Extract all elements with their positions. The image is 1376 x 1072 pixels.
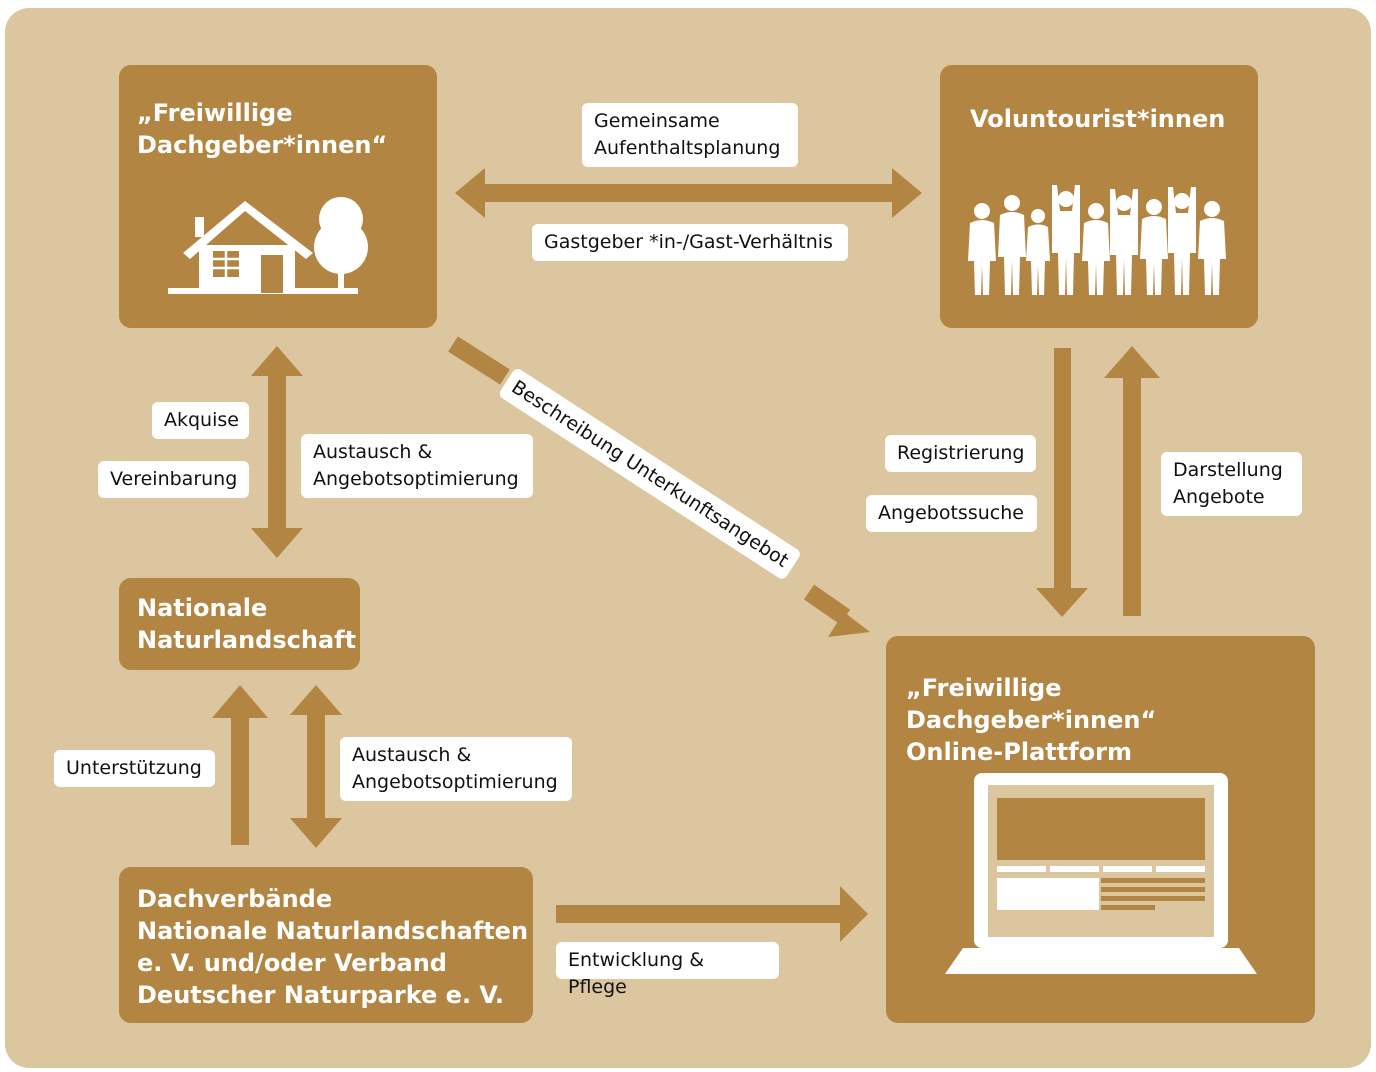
person-silhouette — [1110, 189, 1138, 295]
person-silhouette — [1026, 209, 1050, 295]
person-silhouette — [1082, 203, 1110, 295]
label-support: Unterstützung — [54, 750, 215, 787]
person-silhouette — [998, 195, 1026, 295]
person-silhouette — [1140, 199, 1168, 295]
label-host-guest: Gastgeber *in-/Gast-Verhältnis — [532, 224, 848, 261]
label-search: Angebotssuche — [866, 495, 1037, 532]
label-development: Entwicklung & Pflege — [556, 942, 779, 998]
label-acquisition: Akquise — [152, 402, 249, 439]
arrow-associations-platform — [556, 886, 868, 942]
node-nature: Nationale Naturlandschaft — [119, 578, 360, 670]
label-registration: Registrierung — [885, 435, 1036, 472]
group-of-people-icon — [968, 185, 1226, 295]
node-platform: „Freiwillige Dachgeber*innen“ Online-Pla… — [886, 636, 1315, 1023]
house-tree-icon — [168, 197, 368, 294]
label-display-offers: Darstellung Angebote — [1161, 452, 1302, 516]
arrow-support-up — [212, 685, 268, 845]
person-silhouette — [968, 203, 996, 295]
arrow-hosts-nature — [251, 346, 303, 558]
arrow-diagonal-head — [828, 612, 870, 637]
label-agreement: Vereinbarung — [98, 461, 249, 498]
arrow-diagonal-segment-1 — [448, 336, 510, 385]
arrow-voluntourists-platform-down — [1036, 348, 1088, 617]
node-hosts: „Freiwillige Dachgeber*innen“ — [119, 65, 437, 328]
person-silhouette — [1168, 187, 1196, 295]
person-silhouette — [1198, 201, 1226, 295]
associations-title: Dachverbände Nationale Naturlandschaften… — [137, 885, 529, 1009]
platform-title: „Freiwillige Dachgeber*innen“ Online-Pla… — [906, 674, 1157, 766]
arrow-nature-associations — [290, 685, 342, 848]
hosts-title: „Freiwillige Dachgeber*innen“ — [137, 99, 388, 159]
node-voluntourists: Voluntourist*innen — [940, 65, 1258, 328]
label-planning: Gemeinsame Aufenthaltsplanung — [582, 103, 798, 167]
arrow-hosts-voluntourists — [455, 168, 922, 218]
person-silhouette — [1052, 185, 1080, 295]
nature-title: Nationale Naturlandschaft — [137, 594, 357, 654]
voluntourists-title: Voluntourist*innen — [970, 105, 1226, 133]
node-associations: Dachverbände Nationale Naturlandschaften… — [119, 867, 533, 1023]
label-exchange-top: Austausch & Angebotsoptimierung — [301, 434, 533, 498]
laptop-icon — [945, 773, 1257, 974]
label-exchange-bottom: Austausch & Angebotsoptimierung — [340, 737, 572, 801]
arrow-platform-voluntourists-up — [1104, 346, 1160, 616]
arrow-diagonal-segment-2 — [803, 584, 851, 625]
